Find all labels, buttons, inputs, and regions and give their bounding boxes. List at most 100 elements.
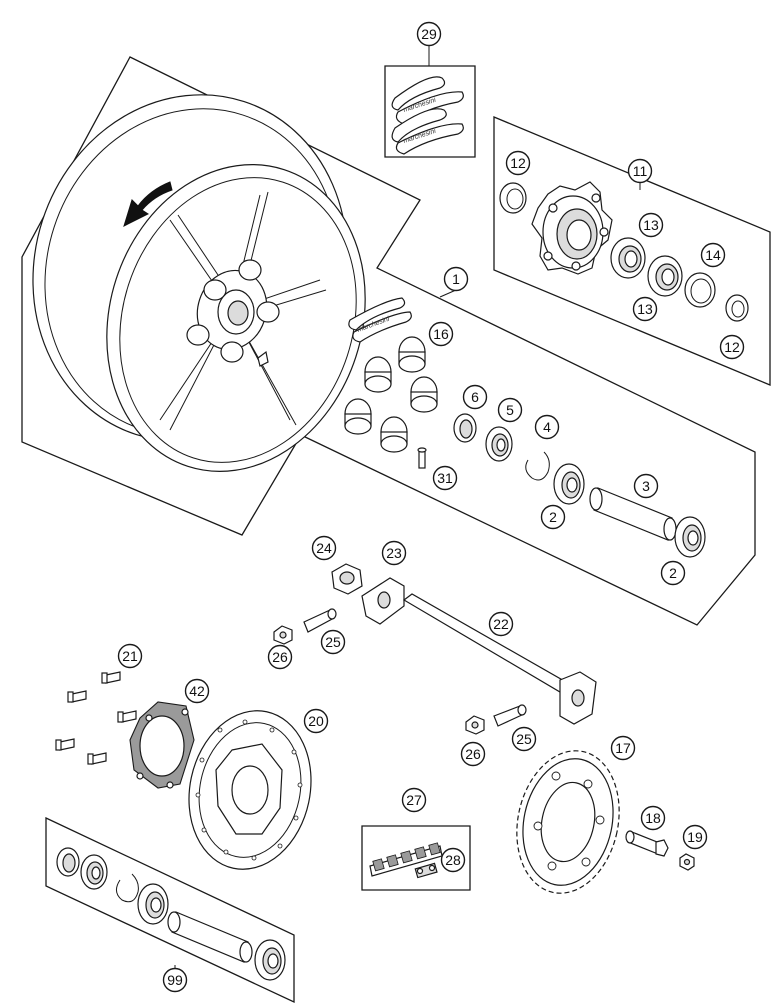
callout-23[interactable]: 23: [381, 540, 407, 566]
callout-19[interactable]: 19: [682, 824, 708, 850]
disc-holes: [195, 719, 303, 861]
callout-12-top[interactable]: 12: [505, 150, 531, 176]
callout-3[interactable]: 3: [633, 473, 659, 499]
lock-nut-26a: [273, 625, 293, 645]
callout-28[interactable]: 28: [440, 847, 466, 873]
sprocket-group: [516, 750, 695, 894]
callout-25-top[interactable]: 25: [320, 629, 346, 655]
callout-26-bottom[interactable]: 26: [460, 741, 486, 767]
callout-21[interactable]: 21: [117, 643, 143, 669]
callout-26-top[interactable]: 26: [267, 644, 293, 670]
rear-axle-22: [402, 593, 597, 725]
svg-text:17: 17: [615, 740, 631, 756]
svg-text:13: 13: [643, 217, 659, 233]
svg-text:24: 24: [316, 540, 332, 556]
callout-20[interactable]: 20: [303, 708, 329, 734]
svg-text:13: 13: [637, 301, 653, 317]
callout-42[interactable]: 42: [184, 678, 210, 704]
svg-text:11: 11: [633, 163, 648, 179]
callout-14[interactable]: 14: [700, 242, 726, 268]
callout-5[interactable]: 5: [497, 397, 523, 423]
axle-group: [273, 563, 597, 735]
bearing-kit-panel: [45, 816, 295, 1004]
kit-bearing-small: [80, 854, 108, 890]
rear-sprocket-17: [516, 750, 620, 894]
callout-13-bottom[interactable]: 13: [632, 296, 658, 322]
callout-12-bottom[interactable]: 12: [719, 334, 745, 360]
svg-text:20: 20: [308, 713, 324, 729]
callout-24[interactable]: 24: [311, 535, 337, 561]
leader-lines: [174, 46, 641, 968]
decal-sticker-2: marchesini: [391, 108, 464, 155]
master-link-28: [414, 862, 438, 879]
callout-2-left[interactable]: 2: [540, 504, 566, 530]
svg-text:6: 6: [471, 389, 479, 405]
svg-text:99: 99: [167, 972, 183, 988]
callout-13-top[interactable]: 13: [638, 212, 664, 238]
svg-text:31: 31: [437, 470, 453, 486]
disc-bolts-21: [55, 671, 137, 765]
wheel-panel: marchesini: [21, 56, 756, 626]
svg-text:4: 4: [543, 419, 551, 435]
callout-6[interactable]: 6: [462, 384, 488, 410]
adjuster-bolt-25b: [493, 704, 527, 727]
svg-text:1: 1: [452, 271, 460, 287]
svg-text:2: 2: [549, 509, 557, 525]
callout-29[interactable]: 29: [416, 21, 442, 47]
bearing-13a: [610, 237, 646, 279]
cush-drive-dampers: [344, 336, 438, 453]
kit-seal-left: [56, 847, 80, 877]
kit-bearing-right: [254, 939, 286, 981]
callout-25-bottom[interactable]: 25: [511, 726, 537, 752]
hub-bosses: [186, 259, 280, 363]
rim-decal-16: marchesini: [348, 297, 412, 343]
callout-22[interactable]: 22: [488, 611, 514, 637]
bearing-5: [485, 426, 513, 462]
rotation-direction-arrow-icon: [123, 181, 173, 227]
adjuster-bolt-25a: [303, 608, 337, 633]
kit-circlip: [116, 873, 139, 903]
bearing-13b: [647, 255, 683, 297]
decal-kit-panel: marchesini marchesini: [384, 65, 476, 158]
callout-2-right[interactable]: 2: [660, 560, 686, 586]
axle-nut-24: [331, 563, 363, 595]
svg-text:12: 12: [724, 339, 740, 355]
callout-99[interactable]: 99: [162, 967, 188, 993]
bearing-2a: [553, 463, 585, 505]
svg-text:19: 19: [687, 829, 703, 845]
callout-27[interactable]: 27: [401, 787, 427, 813]
callout-1[interactable]: 1: [443, 266, 469, 292]
chain-adjuster-23: [361, 577, 405, 625]
callout-31[interactable]: 31: [432, 465, 458, 491]
callout-4[interactable]: 4: [534, 414, 560, 440]
circlip-4: [525, 451, 550, 481]
chain-panel: [361, 825, 471, 891]
callout-17[interactable]: 17: [610, 735, 636, 761]
spacer-tube-3: [589, 487, 677, 541]
sprocket-stud-18: [625, 830, 669, 857]
callout-16[interactable]: 16: [428, 321, 454, 347]
kit-spacer-tube: [167, 911, 253, 963]
svg-text:2: 2: [669, 565, 677, 581]
sprocket-carrier: [531, 181, 613, 275]
callout-11[interactable]: 11: [627, 158, 653, 184]
hub-carrier-panel: [493, 116, 771, 386]
svg-text:3: 3: [642, 478, 650, 494]
callout-18[interactable]: 18: [640, 805, 666, 831]
svg-text:12: 12: [510, 155, 526, 171]
valve-31: [417, 447, 427, 469]
svg-text:26: 26: [272, 649, 288, 665]
rear-wheel: [32, 94, 366, 472]
seal-ring-left: [499, 182, 527, 214]
spacer-ring-14: [684, 272, 716, 308]
svg-text:23: 23: [386, 545, 402, 561]
callouts: 29 12 11 13 14 13 12 1 16 6 5 4 3 2 2 31…: [117, 21, 745, 993]
svg-text:5: 5: [506, 402, 514, 418]
seal-ring-right: [725, 294, 749, 322]
sprocket-nut-19: [679, 853, 695, 871]
svg-text:26: 26: [465, 746, 481, 762]
svg-text:14: 14: [705, 247, 721, 263]
svg-text:28: 28: [445, 852, 461, 868]
seal-6: [453, 413, 477, 443]
